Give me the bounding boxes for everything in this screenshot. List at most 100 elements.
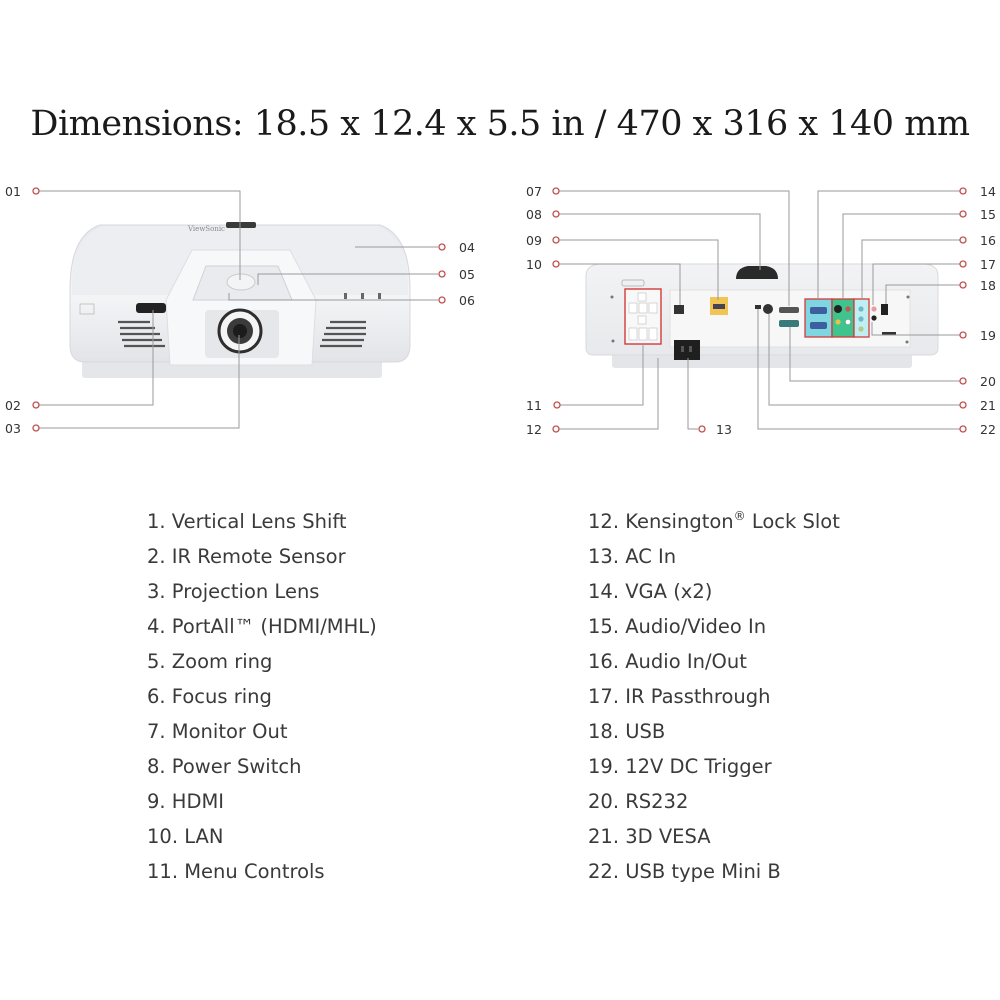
callout-04: 04	[438, 240, 475, 255]
projector-diagram: ViewSonic	[5, 184, 996, 437]
legend-item: 22. USB type Mini B	[588, 860, 781, 883]
front-leader-lines	[39, 190, 438, 429]
callout-circle-icon	[32, 187, 40, 195]
svg-text:20: 20	[980, 374, 996, 389]
legend-item: 2. IR Remote Sensor	[147, 545, 346, 568]
callout-circle-icon	[552, 210, 560, 218]
svg-text:07: 07	[526, 184, 542, 199]
svg-text:01: 01	[5, 184, 21, 199]
svg-text:12: 12	[526, 422, 542, 437]
legend-item: 3. Projection Lens	[147, 580, 320, 603]
svg-text:14: 14	[980, 184, 996, 199]
svg-text:22: 22	[980, 422, 996, 437]
svg-text:16: 16	[980, 233, 996, 248]
callout-circle-icon	[552, 425, 560, 433]
callout-circle-icon	[32, 401, 40, 409]
callout-circle-icon	[552, 260, 560, 268]
callout-circle-icon	[552, 187, 560, 195]
legend-item: 21. 3D VESA	[588, 825, 711, 848]
registered-mark: ®	[733, 509, 746, 523]
callout-06: 06	[438, 293, 475, 308]
callout-20: 20	[959, 374, 996, 389]
callout-circle-icon	[959, 281, 967, 289]
legend-item: 12. Kensington® Lock Slot	[588, 504, 840, 539]
svg-text:10: 10	[526, 257, 542, 272]
legend-list-left: 1. Vertical Lens Shift 2. IR Remote Sens…	[147, 504, 377, 889]
legend-item: 7. Monitor Out	[147, 720, 288, 743]
callout-circle-icon	[959, 425, 967, 433]
legend-item: 4. PortAll™ (HDMI/MHL)	[147, 615, 377, 638]
legend-item: 6. Focus ring	[147, 685, 272, 708]
legend-item: 9. HDMI	[147, 790, 225, 813]
legend-item: 5. Zoom ring	[147, 650, 273, 673]
svg-text:06: 06	[459, 293, 475, 308]
callout-circle-icon	[698, 425, 706, 433]
svg-text:17: 17	[980, 257, 996, 272]
legend-item: 10. LAN	[147, 825, 224, 848]
callout-circle-icon	[32, 424, 40, 432]
legend-item: 16. Audio In/Out	[588, 650, 747, 673]
callout-circle-icon	[959, 377, 967, 385]
svg-text:05: 05	[459, 267, 475, 282]
svg-text:18: 18	[980, 278, 996, 293]
callout-15: 15	[959, 207, 996, 222]
svg-text:21: 21	[980, 398, 996, 413]
callout-circle-icon	[959, 331, 967, 339]
svg-text:02: 02	[5, 398, 21, 413]
legend-item: 13. AC In	[588, 545, 677, 568]
svg-text:11: 11	[526, 398, 542, 413]
legend-item: 8. Power Switch	[147, 755, 302, 778]
svg-text:13: 13	[716, 422, 732, 437]
callout-circle-icon	[553, 401, 561, 409]
rear-leader-lines	[559, 190, 960, 430]
callout-08: 08	[526, 207, 560, 222]
callout-circle-icon	[959, 401, 967, 409]
callout-21: 21	[959, 398, 996, 413]
callout-01: 01	[5, 184, 40, 199]
callout-circle-icon	[438, 270, 446, 278]
svg-text:19: 19	[980, 328, 996, 343]
svg-text:04: 04	[459, 240, 475, 255]
callout-11: 11	[526, 398, 561, 413]
callout-10: 10	[526, 257, 560, 272]
svg-text:09: 09	[526, 233, 542, 248]
callout-12: 12	[526, 422, 560, 437]
legend-list-right: 12. Kensington® Lock Slot 13. AC In 14. …	[588, 504, 840, 889]
callout-circle-icon	[959, 210, 967, 218]
rear-view-projector	[585, 263, 939, 368]
legend-item: 1. Vertical Lens Shift	[147, 510, 347, 533]
legend-item-text: Lock Slot	[745, 510, 840, 533]
svg-text:ViewSonic: ViewSonic	[187, 225, 225, 233]
callout-circle-icon	[552, 236, 560, 244]
legend-item: 20. RS232	[588, 790, 689, 813]
callout-13: 13	[698, 422, 732, 437]
callout-19: 19	[959, 328, 996, 343]
callout-22: 22	[959, 422, 996, 437]
legend-item: 11. Menu Controls	[147, 860, 325, 883]
svg-text:03: 03	[5, 421, 21, 436]
callout-14: 14	[959, 184, 996, 199]
callout-17: 17	[959, 257, 996, 272]
callout-05: 05	[438, 267, 475, 282]
callout-circle-icon	[438, 296, 446, 304]
svg-text:08: 08	[526, 207, 542, 222]
callout-09: 09	[526, 233, 560, 248]
callout-circle-icon	[959, 260, 967, 268]
legend-item: 19. 12V DC Trigger	[588, 755, 772, 778]
callout-circle-icon	[438, 243, 446, 251]
callout-circle-icon	[959, 187, 967, 195]
callout-circle-icon	[959, 236, 967, 244]
legend-item: 17. IR Passthrough	[588, 685, 771, 708]
legend-item: 18. USB	[588, 720, 666, 743]
svg-text:15: 15	[980, 207, 996, 222]
callout-02: 02	[5, 398, 40, 413]
legend-item: 15. Audio/Video In	[588, 615, 767, 638]
callout-16: 16	[959, 233, 996, 248]
callout-03: 03	[5, 421, 40, 436]
front-view-projector: ViewSonic	[69, 222, 411, 378]
callout-07: 07	[526, 184, 560, 199]
dimensions-title: Dimensions: 18.5 x 12.4 x 5.5 in / 470 x…	[30, 104, 970, 144]
callout-18: 18	[959, 278, 996, 293]
legend-item-text: 12. Kensington	[588, 510, 734, 533]
legend-item: 14. VGA (x2)	[588, 580, 713, 603]
